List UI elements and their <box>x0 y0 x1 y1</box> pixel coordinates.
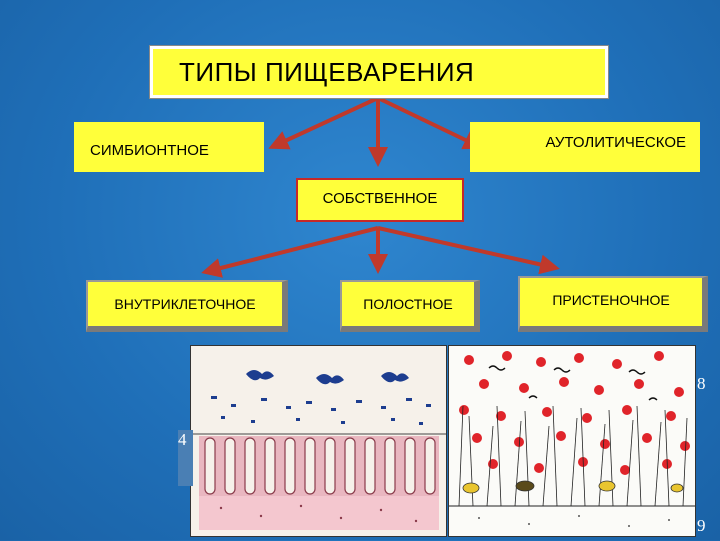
yellow-particles <box>462 480 684 494</box>
arrow-to-intracellular <box>201 226 379 278</box>
arrow-to-symbiotic <box>268 96 379 150</box>
title-box: ТИПЫ ПИЩЕВАРЕНИЯ <box>149 45 609 99</box>
marker-9-text: 9 <box>697 516 706 535</box>
arrow-to-parietal <box>377 226 560 275</box>
own-digestion-label: СОБСТВЕННОЕ <box>322 190 438 207</box>
arrow-to-autolytic <box>377 96 484 150</box>
parietal-drawing <box>449 346 695 536</box>
autolytic-label: АУТОЛИТИЧЕСКОЕ <box>545 134 686 151</box>
symbiotic-box: СИМБИОНТНОЕ <box>74 122 264 172</box>
intracellular-label: ВНУТРИКЛЕТОЧНОЕ <box>114 296 256 312</box>
cavity-box: ПОЛОСТНОЕ <box>340 280 480 332</box>
figure-marker-8: 8 <box>697 374 706 394</box>
black-particles <box>488 365 658 401</box>
villi <box>199 436 439 496</box>
food-particles <box>211 370 431 425</box>
figure-marker-9: 9 <box>697 516 706 536</box>
own-digestion-box: СОБСТВЕННОЕ <box>296 178 464 222</box>
parietal-label: ПРИСТЕНОЧНОЕ <box>552 292 670 308</box>
cavity-label: ПОЛОСТНОЕ <box>363 296 453 312</box>
parietal-digestion-illustration <box>448 345 696 537</box>
autolytic-box: АУТОЛИТИЧЕСКОЕ <box>470 122 700 172</box>
page-title: ТИПЫ ПИЩЕВАРЕНИЯ <box>179 56 475 87</box>
symbiotic-label: СИМБИОНТНОЕ <box>90 141 209 159</box>
villi-drawing <box>191 346 446 536</box>
intestinal-villi-illustration <box>190 345 447 537</box>
tissue-layer <box>199 496 439 530</box>
parietal-box: ПРИСТЕНОЧНОЕ <box>518 276 708 332</box>
marker-8-text: 8 <box>697 374 706 393</box>
marker-4-text: 4 <box>178 430 187 449</box>
figure-marker-4: 4 <box>178 430 193 486</box>
intracellular-box: ВНУТРИКЛЕТОЧНОЕ <box>86 280 288 332</box>
